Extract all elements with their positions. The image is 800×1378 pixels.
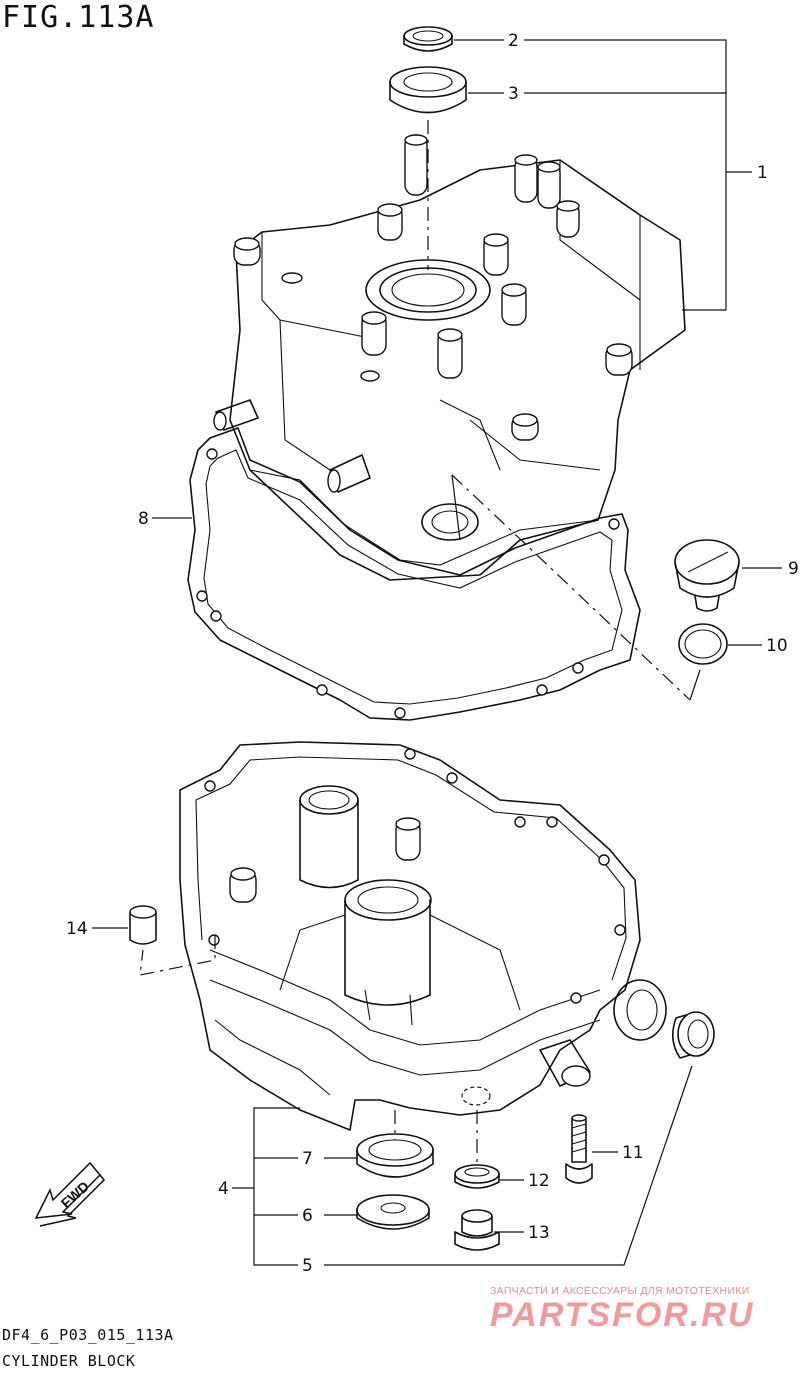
part-6-cap[interactable] bbox=[356, 1194, 430, 1230]
watermark-subtitle: ЗАПЧАСТИ И АКСЕССУАРЫ ДЛЯ МОТОТЕХНИКИ bbox=[490, 1285, 750, 1297]
callout-6: 6 bbox=[302, 1206, 313, 1226]
callout-12: 12 bbox=[528, 1171, 550, 1191]
figure-title: FIG.113A bbox=[2, 0, 155, 35]
part-8-gasket[interactable] bbox=[187, 427, 641, 721]
part-12-washer[interactable] bbox=[454, 1164, 500, 1189]
part-1-cylinder-block[interactable] bbox=[213, 134, 686, 581]
part-3-bearing[interactable] bbox=[389, 66, 467, 114]
part-10-o-ring[interactable] bbox=[678, 623, 728, 665]
callout-8: 8 bbox=[138, 509, 149, 529]
leader-lines bbox=[92, 39, 782, 1266]
callout-5: 5 bbox=[302, 1256, 313, 1276]
callout-9: 9 bbox=[788, 559, 799, 579]
callout-10: 10 bbox=[766, 636, 788, 656]
part-2-oil-seal[interactable] bbox=[403, 26, 453, 52]
part-9-plug[interactable] bbox=[674, 539, 740, 612]
callout-11: 11 bbox=[622, 1143, 644, 1163]
part-7-oil-seal[interactable] bbox=[356, 1133, 434, 1178]
part-4-crankcase[interactable] bbox=[179, 741, 667, 1131]
part-11-bolt[interactable] bbox=[565, 1114, 593, 1184]
figure-code: DF4_6_P03_015_113A bbox=[2, 1326, 174, 1344]
fwd-arrow-icon: FWD bbox=[34, 1161, 106, 1227]
callout-4: 4 bbox=[218, 1179, 229, 1199]
callout-13: 13 bbox=[528, 1223, 550, 1243]
part-13-drain-plug[interactable] bbox=[454, 1209, 500, 1251]
guide-lines bbox=[139, 120, 701, 1165]
callout-7: 7 bbox=[302, 1149, 313, 1169]
part-14-dowel-pin[interactable] bbox=[129, 905, 157, 945]
callout-1: 1 bbox=[757, 163, 768, 183]
watermark-logo: PARTSFOR.RU bbox=[490, 1296, 755, 1334]
callout-14: 14 bbox=[66, 919, 88, 939]
callout-3: 3 bbox=[508, 84, 519, 104]
figure-name: CYLINDER BLOCK bbox=[2, 1352, 136, 1370]
part-5-seal[interactable] bbox=[672, 1011, 715, 1059]
callout-2: 2 bbox=[508, 31, 519, 51]
